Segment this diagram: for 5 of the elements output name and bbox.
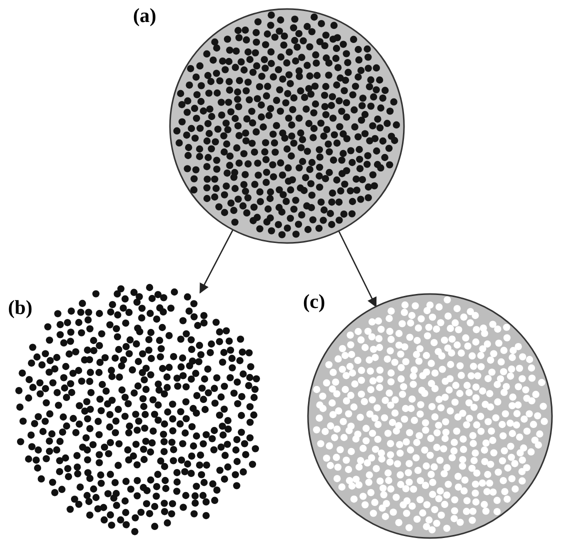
panel-label: (b) bbox=[8, 298, 32, 318]
panel-label: (a) bbox=[133, 6, 156, 26]
panel-label: (c) bbox=[303, 292, 326, 312]
arrow bbox=[338, 230, 377, 308]
arrow bbox=[200, 230, 234, 294]
